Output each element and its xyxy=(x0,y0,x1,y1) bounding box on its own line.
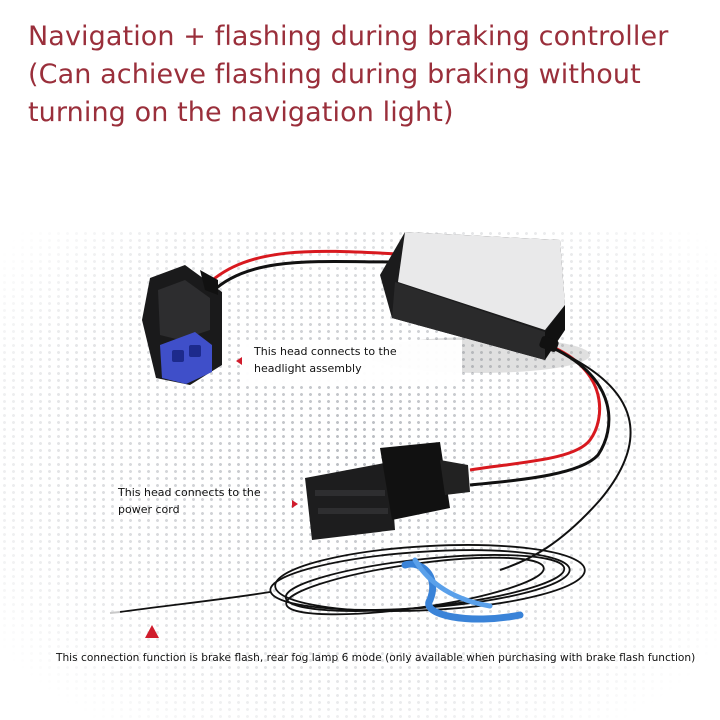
cable-tie xyxy=(401,557,524,623)
marker-footer-icon xyxy=(145,625,159,638)
wire-black-lead xyxy=(499,351,632,571)
callout-powercord-line1: This head connects to the xyxy=(118,486,261,499)
callout-headlight-assembly: This head connects to the headlight asse… xyxy=(246,340,462,384)
callout-power-cord: This head connects to the power cord xyxy=(118,484,278,518)
footer-note: This connection function is brake flash,… xyxy=(56,652,696,664)
controller-box xyxy=(380,232,565,360)
marker-headlight-icon xyxy=(236,357,242,365)
power-connector xyxy=(305,442,470,540)
wire-red-power xyxy=(469,343,602,472)
callout-powercord-line2: power cord xyxy=(118,503,180,516)
marker-powercord-icon xyxy=(292,500,298,508)
wire-black-headlight xyxy=(210,259,396,294)
callout-headlight-line2: headlight assembly xyxy=(254,362,362,375)
headlight-connector xyxy=(142,265,222,385)
wire-red-headlight xyxy=(206,249,399,286)
page-title: Navigation + flashing during braking con… xyxy=(28,21,669,128)
wire-tip xyxy=(109,611,121,614)
callout-headlight-line1: This head connects to the xyxy=(254,345,397,358)
wire-black-power xyxy=(469,346,611,487)
